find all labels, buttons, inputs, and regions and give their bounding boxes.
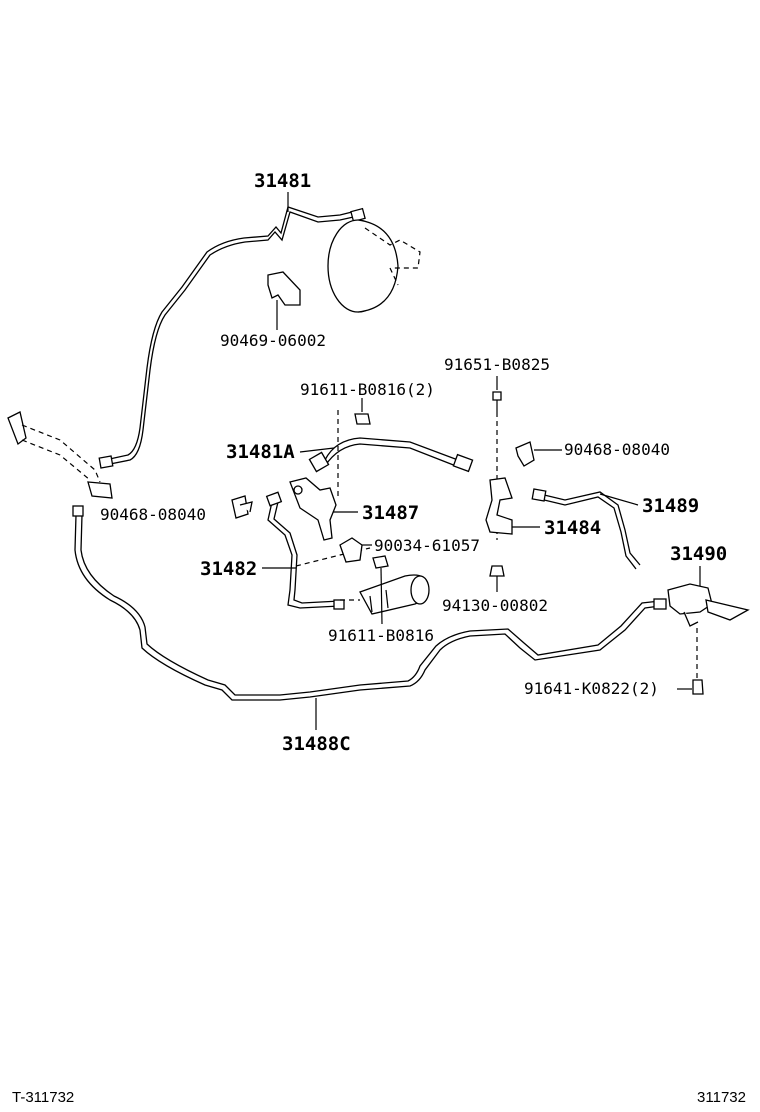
pipe-31488c [72, 505, 667, 730]
pipe-31481 [98, 206, 366, 469]
label-31490: 31490 [670, 543, 727, 565]
valve-body [340, 574, 430, 615]
bracket-31487 [289, 477, 358, 541]
bolt-91611-b [372, 555, 389, 625]
label-31482: 31482 [200, 558, 257, 580]
footer-diagram-code: T-311732 [12, 1089, 75, 1106]
footer-diagram-number: 311732 [697, 1089, 746, 1106]
label-90468-08040-right: 90468-08040 [564, 440, 670, 459]
label-31489: 31489 [642, 495, 699, 517]
hose-31481a [299, 437, 474, 473]
label-90469-06002: 90469-06002 [220, 331, 326, 350]
label-90468-08040-left: 90468-08040 [100, 505, 206, 524]
clip-90034 [339, 537, 372, 563]
pipe-31489 [531, 488, 641, 570]
bolt-91611-a [337, 398, 371, 500]
label-31481A: 31481A [226, 441, 295, 463]
clip-90469 [267, 271, 301, 330]
label-31484: 31484 [544, 517, 601, 539]
brake-booster [327, 219, 421, 313]
label-91641-K0822-2: 91641-K0822(2) [524, 679, 659, 698]
label-94130-00802: 94130-00802 [442, 596, 548, 615]
label-31481: 31481 [254, 170, 311, 192]
label-91611-B0816-2: 91611-B0816(2) [300, 380, 435, 399]
label-31488C: 31488C [282, 733, 351, 755]
nut-94130 [489, 565, 505, 592]
left-bracket [7, 411, 113, 499]
clip-90468-right [515, 441, 562, 467]
bolt-91651 [492, 376, 502, 540]
label-91611-B0816: 91611-B0816 [328, 626, 434, 645]
clip-90468-left [231, 495, 253, 519]
label-90034-61057: 90034-61057 [374, 536, 480, 555]
valve-31490 [667, 566, 750, 695]
label-91651-B0825: 91651-B0825 [444, 355, 550, 374]
bracket-31484 [485, 477, 540, 535]
label-31487: 31487 [362, 502, 419, 524]
part-labels: 31481 90469-06002 91651-B0825 91611-B081… [100, 170, 727, 755]
